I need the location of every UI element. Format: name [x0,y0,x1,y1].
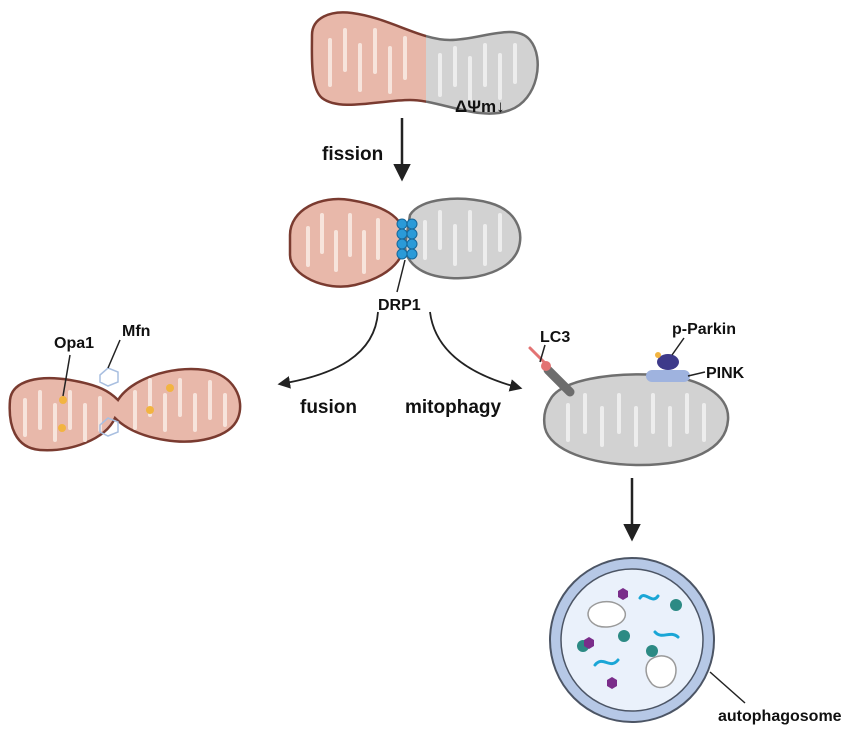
drp1-ring [396,218,418,260]
drp1-label: DRP1 [378,297,421,314]
mfn-pointer [107,339,121,369]
pink-label: PINK [706,365,745,382]
opa1-pointer [62,354,71,397]
mfn-label: Mfn [122,323,150,340]
membrane-potential-label: ΔΨm↓ [455,97,505,116]
autophagosome [549,557,715,723]
top-cristae-damaged [438,43,517,102]
p-parkin-label: p-Parkin [672,321,736,338]
fusion-arrow [277,311,379,389]
opa1-dots [58,384,174,432]
mitophagy-label: mitophagy [405,397,501,418]
lc3-label: LC3 [540,329,570,346]
top-mitochondrion [310,11,539,115]
fissioning-healthy-mitochondrion [288,197,407,288]
fissioning-damaged-mitochondrion [403,197,522,280]
lc3-pointer [539,344,546,363]
autophagosome-label: autophagosome [718,708,842,725]
autophagosome-cargo [577,588,682,689]
opa1-label: Opa1 [54,335,94,352]
autophagosome-pointer [709,671,746,704]
fused-mitochondria [8,367,242,452]
drp1-pointer [396,259,406,293]
p-parkin-pointer [671,337,685,356]
pink-pointer [687,371,706,377]
fusion-label: fusion [300,397,357,418]
fission-label: fission [322,144,383,165]
mitophagy-arrow [429,311,523,392]
pink-parkin-complex [646,352,690,382]
lc3-receptor [528,346,575,397]
top-cristae-healthy [328,28,407,94]
damaged-mitochondrion [542,373,730,467]
